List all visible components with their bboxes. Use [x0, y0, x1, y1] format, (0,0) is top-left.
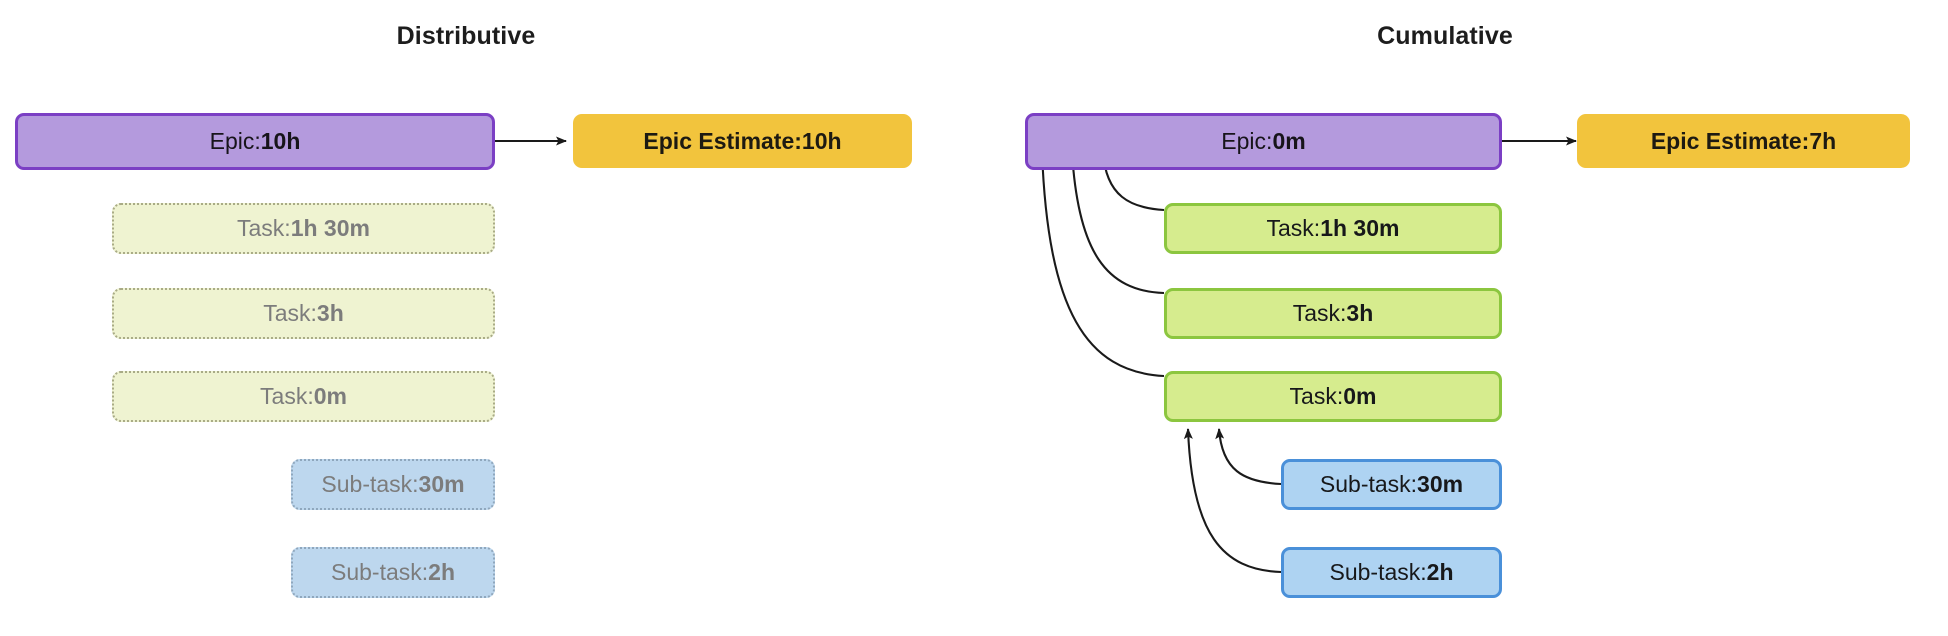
node-task-3-lead: Task:: [1289, 383, 1344, 409]
node-subtask-1-lead: Sub-task:: [1319, 471, 1418, 497]
edge-subtask-2-to-task-3: [1183, 428, 1282, 574]
node-task-2-value: 3h: [316, 300, 344, 326]
node-subtask-2-distributive[interactable]: Sub-task: 2h: [291, 547, 495, 598]
edge-task-3-to-epic: [1037, 151, 1165, 378]
node-subtask-1-lead: Sub-task:: [321, 471, 419, 497]
node-epic-cumulative[interactable]: Epic: 0m: [1025, 113, 1502, 170]
node-epic-value: 10h: [260, 128, 301, 154]
node-task-1-value: 1h 30m: [290, 215, 370, 241]
node-task-3-cumulative[interactable]: Task: 0m: [1164, 371, 1502, 422]
node-epic-lead: Epic:: [209, 128, 261, 154]
node-subtask-2-value: 2h: [428, 559, 455, 585]
edge-task-2-to-epic: [1068, 151, 1165, 295]
node-estimate-lead: Epic Estimate:: [643, 127, 802, 154]
panel-title-distributive: Distributive: [396, 22, 536, 50]
node-subtask-1-value: 30m: [418, 471, 465, 497]
node-estimate-lead: Epic Estimate:: [1650, 127, 1810, 154]
edge-subtask-1-to-task-3: [1215, 428, 1282, 486]
node-epic-estimate-distributive[interactable]: Epic Estimate: 10h: [573, 114, 912, 168]
node-epic-distributive[interactable]: Epic: 10h: [15, 113, 495, 170]
node-task-3-value: 0m: [1343, 383, 1377, 409]
node-task-1-value: 1h 30m: [1320, 215, 1400, 241]
node-task-1-distributive[interactable]: Task: 1h 30m: [112, 203, 495, 254]
node-task-2-value: 3h: [1346, 300, 1374, 326]
node-subtask-1-cumulative[interactable]: Sub-task: 30m: [1281, 459, 1502, 510]
node-subtask-2-lead: Sub-task:: [331, 559, 429, 585]
node-task-2-cumulative[interactable]: Task: 3h: [1164, 288, 1502, 339]
node-estimate-value: 7h: [1809, 127, 1837, 154]
node-estimate-value: 10h: [801, 127, 842, 154]
node-task-1-lead: Task:: [1266, 215, 1321, 241]
node-task-3-value: 0m: [313, 383, 347, 409]
node-task-3-lead: Task:: [260, 383, 314, 409]
panel-distributive: Distributive Epic: 10h Epic Estimate: 10…: [15, 22, 912, 598]
panel-title-cumulative: Cumulative: [1377, 22, 1513, 50]
node-task-3-distributive[interactable]: Task: 0m: [112, 371, 495, 422]
node-task-2-lead: Task:: [1292, 300, 1347, 326]
node-subtask-1-distributive[interactable]: Sub-task: 30m: [291, 459, 495, 510]
panel-cumulative: Cumulative Epic: 0m: [974, 0, 1948, 636]
node-subtask-2-cumulative[interactable]: Sub-task: 2h: [1281, 547, 1502, 598]
node-epic-value: 0m: [1272, 128, 1306, 154]
node-task-1-cumulative[interactable]: Task: 1h 30m: [1164, 203, 1502, 254]
node-subtask-2-value: 2h: [1426, 559, 1454, 585]
node-task-2-lead: Task:: [263, 300, 317, 326]
node-subtask-1-value: 30m: [1417, 471, 1464, 497]
node-epic-lead: Epic:: [1221, 128, 1273, 154]
node-subtask-2-lead: Sub-task:: [1329, 559, 1427, 585]
node-epic-estimate-cumulative[interactable]: Epic Estimate: 7h: [1577, 114, 1910, 168]
node-task-1-lead: Task:: [237, 215, 291, 241]
node-task-2-distributive[interactable]: Task: 3h: [112, 288, 495, 339]
